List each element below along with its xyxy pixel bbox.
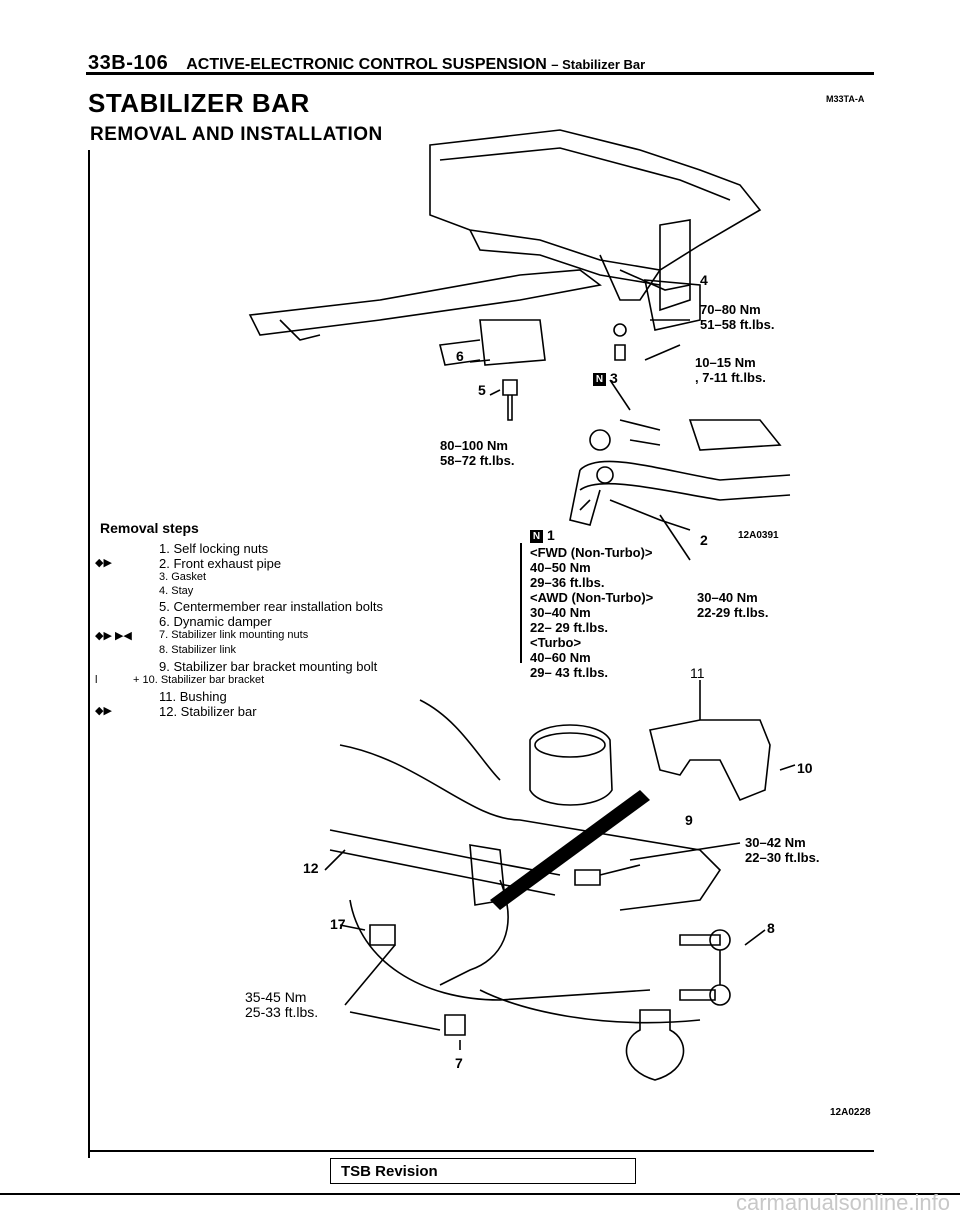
removal-step: + 10. Stabilizer bar bracket — [133, 674, 265, 686]
watermark: carmanualsonline.info — [735, 1190, 950, 1215]
removal-step: 4. Stay — [159, 585, 194, 597]
removal-steps-title: Removal steps — [100, 520, 199, 536]
removal-step: 2. Front exhaust pipe — [159, 556, 282, 571]
section-code: M33TA-A — [826, 94, 865, 104]
callout-17: 17 — [330, 916, 346, 932]
service-mark: ◆▶ — [95, 557, 112, 569]
callout-10: 10 — [797, 760, 813, 776]
removal-step: 11. Bushing — [159, 689, 227, 704]
service-mark: ◆▶ — [95, 705, 112, 717]
callout-8: 8 — [767, 920, 775, 936]
callout-12: 12 — [303, 860, 319, 876]
tsb-revision-label: TSB Revision — [341, 1163, 438, 1180]
callout-7: 7 — [455, 1055, 463, 1071]
margin-line — [88, 150, 90, 1158]
callout-5: 5 — [478, 382, 486, 398]
page-code: 33B-106 — [88, 52, 169, 74]
header-title: ACTIVE-ELECTRONIC CONTROL SUSPENSION — [186, 56, 547, 73]
page-header: 33B-106 ACTIVE-ELECTRONIC CONTROL SUSPENS… — [88, 52, 645, 75]
footer-rule — [88, 1150, 874, 1152]
torque-7: 35-45 Nm 25-33 ft.lbs. — [245, 989, 319, 1020]
tsb-revision-box: TSB Revision — [330, 1158, 636, 1184]
torque-2b: 30–40 Nm 22-29 ft.lbs. — [697, 590, 769, 620]
torque-2: 10–15 Nm , 7-11 ft.lbs. — [695, 355, 766, 385]
figure-code-bottom: 12A0228 — [830, 1107, 871, 1118]
removal-step: 8. Stabilizer link — [159, 644, 237, 656]
removal-step: 9. Stabilizer bar bracket mounting bolt — [159, 659, 378, 674]
n-badge: N — [593, 372, 606, 386]
callout-11: 11 — [690, 665, 705, 681]
callout-6: 6 — [456, 348, 464, 364]
removal-step: 12. Stabilizer bar — [159, 704, 257, 719]
bottom-rule — [0, 1193, 960, 1195]
header-subtitle: – Stabilizer Bar — [551, 57, 646, 72]
service-mark: ◆▶ ▶◀ — [95, 630, 132, 642]
torque-3: 80–100 Nm 58–72 ft.lbs. — [440, 438, 515, 468]
removal-step: 3. Gasket — [159, 571, 207, 583]
figure-code-top: 12A0391 — [738, 530, 779, 541]
section-title: STABILIZER BAR — [88, 88, 310, 118]
removal-step: 6. Dynamic damper — [159, 614, 272, 629]
header-rule — [86, 72, 874, 75]
removal-step: 7. Stabilizer link mounting nuts — [159, 629, 309, 641]
service-mark: l — [95, 674, 98, 686]
callout-4: 4 — [700, 272, 708, 288]
spec-bracket-line — [520, 543, 522, 663]
torque-1: 70–80 Nm 51–58 ft.lbs. — [700, 302, 775, 332]
callout-9: 9 — [685, 812, 693, 828]
removal-step: 1. Self locking nuts — [159, 541, 269, 556]
section-subtitle: REMOVAL AND INSTALLATION — [90, 124, 383, 145]
callout-2: 2 — [700, 532, 708, 548]
n-badge: N — [530, 529, 543, 543]
removal-step: 5. Centermember rear installation bolts — [159, 599, 383, 614]
torque-9: 30–42 Nm 22–30 ft.lbs. — [745, 835, 820, 865]
torque-exhaust-specs: <FWD (Non-Turbo)> 40–50 Nm 29–36 ft.lbs.… — [530, 545, 654, 680]
